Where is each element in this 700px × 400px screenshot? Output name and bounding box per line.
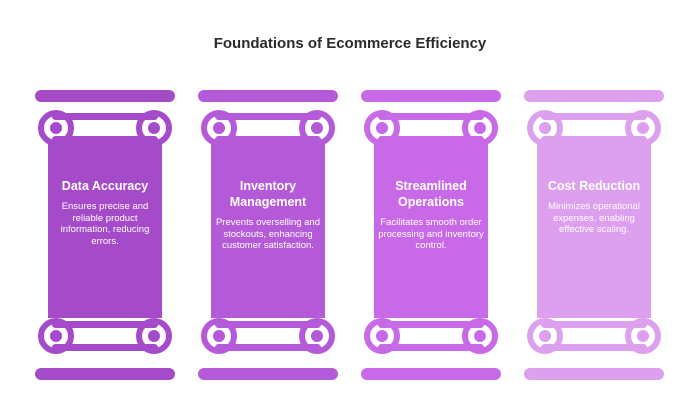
base-slab — [524, 368, 664, 380]
volute-ring — [201, 318, 237, 354]
capital-band — [52, 113, 158, 120]
capital-band — [541, 321, 647, 328]
volute-center — [376, 122, 388, 134]
capital-band — [215, 113, 321, 120]
capital-slab — [524, 90, 664, 102]
volute-center — [474, 330, 486, 342]
volute-ring — [527, 318, 563, 354]
capital-slab — [35, 90, 175, 102]
pillar-heading: Data Accuracy — [61, 179, 149, 193]
volute-ring — [136, 110, 172, 146]
column-shaft — [374, 140, 488, 318]
volute-center — [213, 330, 225, 342]
capital-band — [52, 136, 158, 143]
base-slab — [361, 368, 501, 380]
pillar-description: Ensures precise and reliable product inf… — [60, 201, 150, 247]
volute-ring — [38, 110, 74, 146]
volute-center — [637, 330, 649, 342]
volute-center — [311, 122, 323, 134]
volute-center — [539, 122, 551, 134]
pillar-column-shape — [198, 90, 338, 380]
volute-ring — [201, 110, 237, 146]
volute-ring — [625, 110, 661, 146]
capital-band — [541, 136, 647, 143]
volute-ring — [38, 318, 74, 354]
volute-center — [50, 330, 62, 342]
capital-band — [378, 344, 484, 351]
pillar-inventory-management: Inventory Management Prevents oversellin… — [193, 88, 343, 388]
volute-ring — [527, 110, 563, 146]
volute-ring — [462, 318, 498, 354]
volute-ring — [299, 110, 335, 146]
volute-ring — [625, 318, 661, 354]
volute-center — [213, 122, 225, 134]
pillar-heading: Cost Reduction — [547, 179, 641, 193]
volute-ring — [364, 318, 400, 354]
capital-band — [541, 113, 647, 120]
pillar-streamlined-operations: Streamlined Operations Facilitates smoot… — [356, 88, 506, 388]
pillar-column-shape — [361, 90, 501, 380]
base-slab — [198, 368, 338, 380]
capital-band — [378, 321, 484, 328]
pillar-description: Minimizes operational expenses, enabling… — [548, 201, 640, 235]
pillar-heading: Inventory Management — [229, 179, 307, 209]
column-shaft — [537, 140, 651, 318]
volute-center — [148, 330, 160, 342]
volute-center — [376, 330, 388, 342]
pillar-description: Facilitates smooth order processing and … — [378, 217, 484, 251]
capital-band — [52, 321, 158, 328]
page-title: Foundations of Ecommerce Efficiency — [213, 35, 487, 52]
capital-slab — [361, 90, 501, 102]
capital-band — [378, 136, 484, 143]
volute-ring — [299, 318, 335, 354]
pillar-cost-reduction: Cost Reduction Minimizes operational exp… — [519, 88, 669, 388]
capital-band — [215, 321, 321, 328]
capital-slab — [198, 90, 338, 102]
column-shaft — [48, 140, 162, 318]
column-shaft — [211, 140, 325, 318]
capital-band — [215, 136, 321, 143]
volute-ring — [364, 110, 400, 146]
volute-center — [539, 330, 551, 342]
volute-center — [311, 330, 323, 342]
capital-band — [52, 344, 158, 351]
volute-ring — [136, 318, 172, 354]
volute-ring — [462, 110, 498, 146]
capital-band — [378, 113, 484, 120]
base-slab — [35, 368, 175, 380]
pillar-heading: Streamlined Operations — [395, 179, 467, 209]
volute-center — [50, 122, 62, 134]
capital-band — [215, 344, 321, 351]
volute-center — [474, 122, 486, 134]
pillar-column-shape — [35, 90, 175, 380]
volute-center — [637, 122, 649, 134]
pillar-column-shape — [524, 90, 664, 380]
volute-center — [148, 122, 160, 134]
capital-band — [541, 344, 647, 351]
pillar-description: Prevents overselling and stockouts, enha… — [215, 217, 321, 251]
pillar-data-accuracy: Data Accuracy Ensures precise and reliab… — [30, 88, 180, 388]
